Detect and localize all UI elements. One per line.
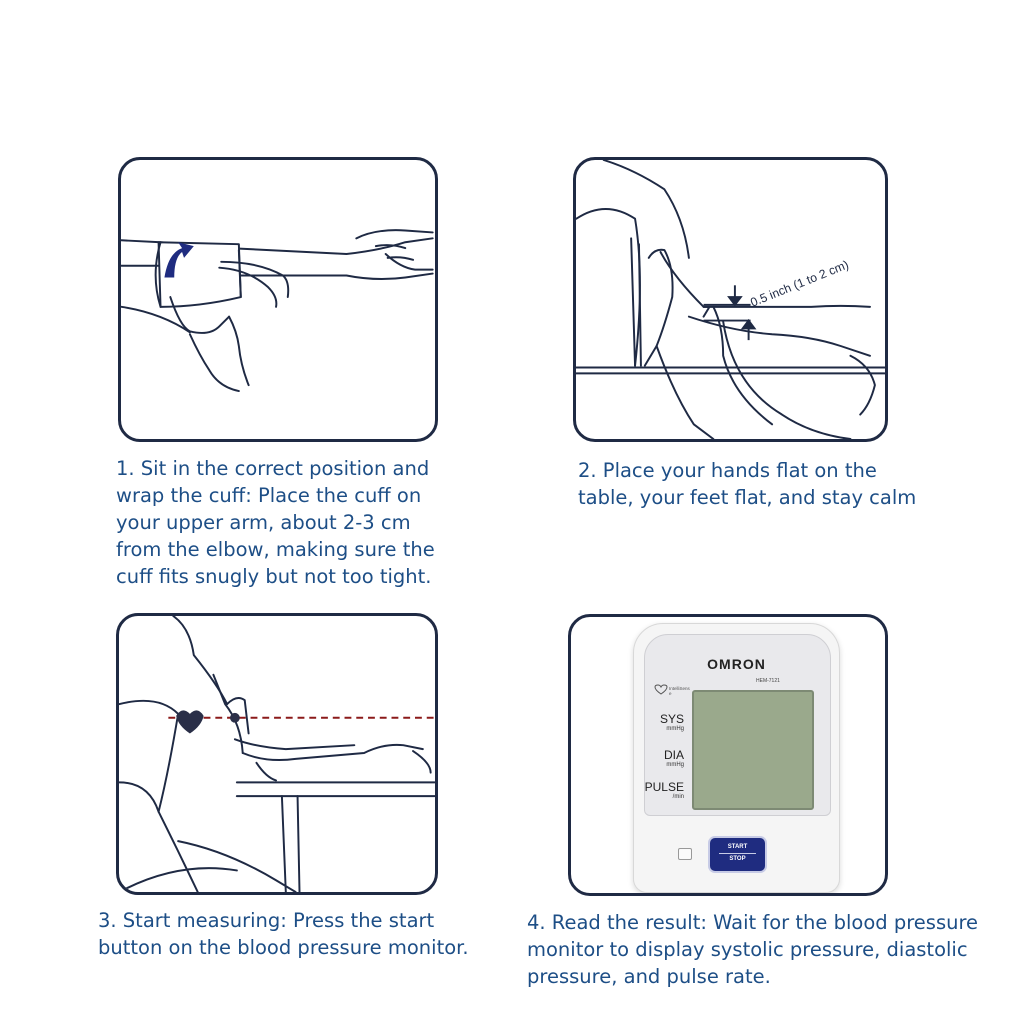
step2-caption: 2. Place your hands flat on the table, y… xyxy=(578,457,916,511)
pulse-label: PULSE xyxy=(644,780,684,794)
step4-caption: 4. Read the result: Wait for the blood p… xyxy=(527,909,978,990)
caption-line: 1. Sit in the correct position and xyxy=(116,457,430,480)
caption-line: button on the blood pressure monitor. xyxy=(98,936,469,959)
caption-line: 2. Place your hands flat on the xyxy=(578,459,877,482)
heart-icon xyxy=(176,710,204,734)
sys-label: SYS xyxy=(659,712,684,726)
caption-line: from the elbow, making sure the xyxy=(116,538,435,561)
stop-label: STOP xyxy=(729,856,746,862)
brand-logo: OMRON xyxy=(707,656,766,672)
step3-illustration xyxy=(116,613,438,895)
step1-caption: 1. Sit in the correct position and wrap … xyxy=(116,455,435,590)
caption-line: wrap the cuff: Place the cuff on xyxy=(116,484,422,507)
step3-caption: 3. Start measuring: Press the start butt… xyxy=(98,907,469,961)
cuff-wrap-drawing xyxy=(121,229,434,393)
caption-line: 3. Start measuring: Press the start xyxy=(98,909,435,932)
dia-label: DIA xyxy=(663,748,684,762)
caption-line: 4. Read the result: Wait for the blood p… xyxy=(527,911,979,934)
dia-unit: mmHg xyxy=(666,762,684,768)
seated-measurement-drawing xyxy=(119,616,435,892)
sense-icon xyxy=(654,684,668,695)
arm-on-table-drawing: 0.5 inch (1 to 2 cm) xyxy=(576,160,885,439)
caption-line: table, your feet flat, and stay calm xyxy=(578,486,917,509)
blood-pressure-monitor: OMRON HEM-7121 IntelliSense SYS mmHg DIA… xyxy=(633,623,840,893)
step2-illustration: 0.5 inch (1 to 2 cm) xyxy=(573,157,888,442)
caption-line: cuff fits snugly but not too tight. xyxy=(116,565,432,588)
step4-illustration: OMRON HEM-7121 IntelliSense SYS mmHg DIA… xyxy=(568,614,888,896)
step1-illustration xyxy=(118,157,438,442)
cuff-dot-icon xyxy=(230,712,240,723)
caption-line: your upper arm, about 2-3 cm xyxy=(116,511,411,534)
caption-line: monitor to display systolic pressure, di… xyxy=(527,938,968,961)
measure-label: 0.5 inch (1 to 2 cm) xyxy=(748,257,850,309)
caption-line: pressure, and pulse rate. xyxy=(527,965,771,988)
start-stop-button[interactable]: START STOP xyxy=(708,836,767,873)
sense-label: IntelliSense xyxy=(669,686,690,696)
lcd-screen xyxy=(692,690,814,810)
start-label: START xyxy=(727,844,748,850)
pulse-unit: /min xyxy=(672,794,684,800)
memory-button[interactable] xyxy=(678,848,692,860)
sys-unit: mmHg xyxy=(666,726,684,732)
button-divider xyxy=(719,853,756,854)
model-label: HEM-7121 xyxy=(756,678,780,684)
